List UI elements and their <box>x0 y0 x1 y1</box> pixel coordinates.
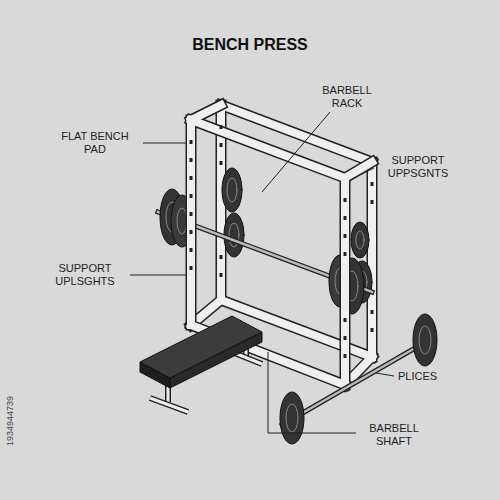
stored-plates-part <box>356 231 364 249</box>
part-label: PLICES <box>398 370 437 383</box>
rack-front-outline-part <box>186 120 197 325</box>
upright-holes-part <box>344 234 347 238</box>
diagram-title: BENCH PRESS <box>0 36 500 54</box>
rack-front-fill-part <box>187 120 195 325</box>
leader-lines-part <box>130 275 186 276</box>
rack-front-fill-part <box>341 178 349 385</box>
upright-holes-part <box>371 310 374 314</box>
floor-barbell-part <box>280 392 304 444</box>
flat-bench <box>140 316 262 412</box>
leader-lines-part <box>376 373 394 376</box>
upright-holes-part <box>190 140 193 144</box>
upright-holes-part <box>344 252 347 256</box>
upright-holes-part <box>344 336 347 340</box>
flat-bench-part <box>150 398 188 412</box>
upright-holes-part <box>190 176 193 180</box>
floor-barbell-part <box>286 404 298 432</box>
upright-holes-part <box>220 125 223 129</box>
upright-holes-part <box>190 230 193 234</box>
part-label: SUPPORT UPLSGHTS <box>45 262 125 288</box>
upright-holes-part <box>190 194 193 198</box>
leader-lines-part <box>268 352 356 433</box>
upright-holes-part <box>220 143 223 147</box>
leader-lines <box>130 112 394 433</box>
floor-barbell-part <box>419 326 431 354</box>
rack-bar-fill-part <box>368 162 376 357</box>
upright-holes-part <box>190 158 193 162</box>
upright-holes-part <box>190 248 193 252</box>
part-label: SUPPORT UPPSGNTS <box>378 154 458 180</box>
upright-holes-part <box>190 266 193 270</box>
part-label: BARBELL SHAFT <box>362 422 426 448</box>
rack-front-outline-part <box>191 120 345 178</box>
upright-holes-part <box>371 182 374 186</box>
upright-holes-part <box>344 318 347 322</box>
rack-front-fill-part <box>191 105 221 120</box>
rack-front-fill-part <box>191 120 345 178</box>
rack-bar-outline-part <box>367 162 378 357</box>
stored-plates-part <box>227 178 237 202</box>
upright-holes-part <box>220 273 223 277</box>
part-label: BARBELL RACK <box>312 84 382 110</box>
upright-holes-part <box>220 255 223 259</box>
stored-plates-part <box>222 168 242 212</box>
rack-bar-fill-part <box>221 105 372 162</box>
part-label: FLAT BENCH PAD <box>50 130 140 156</box>
rack-front-outline-part <box>340 178 351 385</box>
rack-front-outline-part <box>191 105 221 120</box>
flat-bench-part <box>150 398 188 412</box>
stored-plates-part <box>351 222 369 258</box>
floor-barbell-part <box>413 314 437 366</box>
leader-lines-part <box>143 143 186 144</box>
upright-holes-part <box>371 200 374 204</box>
leader-lines-part <box>262 112 330 192</box>
upright-holes-part <box>344 216 347 220</box>
leader-lines-part <box>350 168 374 180</box>
flat-bench-part <box>140 316 262 378</box>
upright-holes-part <box>190 212 193 216</box>
upright-holes-part <box>220 161 223 165</box>
upright-holes-part <box>344 354 347 358</box>
upright-holes-part <box>344 198 347 202</box>
upright-holes-part <box>371 328 374 332</box>
stored-plates-part <box>224 213 244 257</box>
rack-bar-outline-part <box>221 105 372 162</box>
watermark-number: 1934944739 <box>4 396 17 446</box>
